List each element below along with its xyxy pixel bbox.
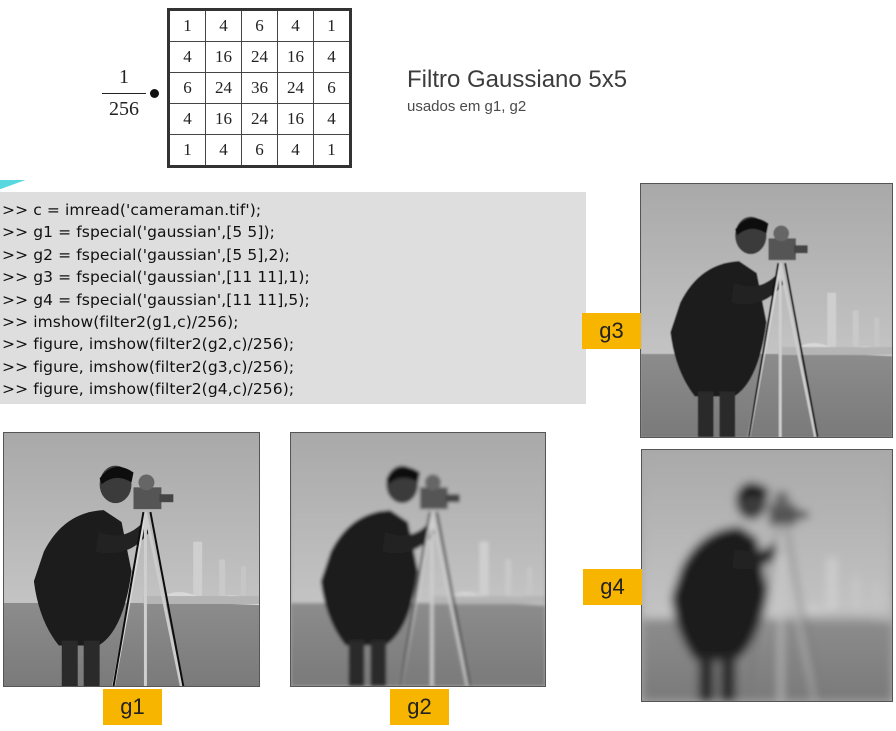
fraction-numerator: 1 — [119, 66, 129, 88]
code-line: >> g4 = fspecial('gaussian',[11 11],5); — [2, 290, 310, 309]
multiply-dot — [150, 89, 159, 98]
code-line: >> figure, imshow(filter2(g4,c)/256); — [2, 380, 295, 399]
kernel-cell: 4 — [168, 41, 206, 73]
code-line: >> figure, imshow(filter2(g3,c)/256); — [2, 357, 295, 376]
kernel-cell: 6 — [241, 9, 278, 42]
kernel-cell: 6 — [313, 72, 351, 104]
code-line: >> c = imread('cameraman.tif'); — [2, 201, 262, 219]
kernel-cell: 1 — [313, 134, 351, 167]
cameraman-image-g3 — [640, 183, 893, 438]
cameraman-image-g2 — [290, 432, 546, 687]
kernel-cell: 4 — [277, 9, 314, 42]
kernel-cell: 1 — [313, 9, 351, 42]
kernel-cell: 24 — [277, 72, 314, 104]
code-line: >> imshow(filter2(g1,c)/256); — [2, 313, 239, 332]
kernel-cell: 16 — [277, 103, 314, 135]
kernel-cell: 1 — [168, 134, 206, 167]
kernel-cell: 24 — [241, 41, 278, 73]
kernel-cell: 4 — [205, 9, 242, 42]
cameraman-image-g1 — [3, 432, 260, 687]
kernel-cell: 4 — [313, 103, 351, 135]
code-line: >> g2 = fspecial('gaussian',[5 5],2); — [2, 245, 290, 264]
label-g2: g2 — [390, 689, 449, 725]
slide-accent-shape — [0, 180, 30, 192]
kernel-fraction: 1 256 — [98, 66, 150, 121]
kernel-cell: 4 — [205, 134, 242, 167]
cameraman-photo — [4, 433, 259, 686]
slide-title: Filtro Gaussiano 5x5 — [407, 66, 628, 93]
kernel-cell: 24 — [205, 72, 242, 104]
code-line: >> g3 = fspecial('gaussian',[11 11],1); — [2, 268, 310, 287]
kernel-cell: 1 — [168, 9, 206, 42]
kernel-cell: 4 — [313, 41, 351, 73]
kernel-cell: 16 — [205, 41, 242, 73]
matlab-code-block: >> c = imread('cameraman.tif'); >> g1 = … — [0, 192, 586, 404]
kernel-cell: 4 — [277, 134, 314, 167]
kernel-cell: 6 — [168, 72, 206, 104]
kernel-cell: 6 — [241, 134, 278, 167]
label-g4: g4 — [583, 569, 642, 605]
cameraman-photo — [291, 433, 545, 686]
cameraman-photo — [641, 184, 892, 437]
kernel-cell: 16 — [205, 103, 242, 135]
slide-subtitle: usados em g1, g2 — [407, 98, 527, 115]
fraction-bar — [102, 93, 146, 94]
cameraman-image-g4 — [641, 449, 893, 702]
code-line: >> figure, imshow(filter2(g2,c)/256); — [2, 335, 295, 354]
kernel-cell: 16 — [277, 41, 314, 73]
label-g3: g3 — [582, 313, 641, 349]
kernel-cell: 4 — [168, 103, 206, 135]
fraction-denominator: 256 — [109, 98, 139, 120]
kernel-cell: 24 — [241, 103, 278, 135]
label-g1: g1 — [103, 689, 162, 725]
cameraman-photo — [642, 450, 892, 701]
code-line: >> g1 = fspecial('gaussian',[5 5]); — [2, 223, 275, 242]
kernel-cell: 36 — [241, 72, 278, 104]
